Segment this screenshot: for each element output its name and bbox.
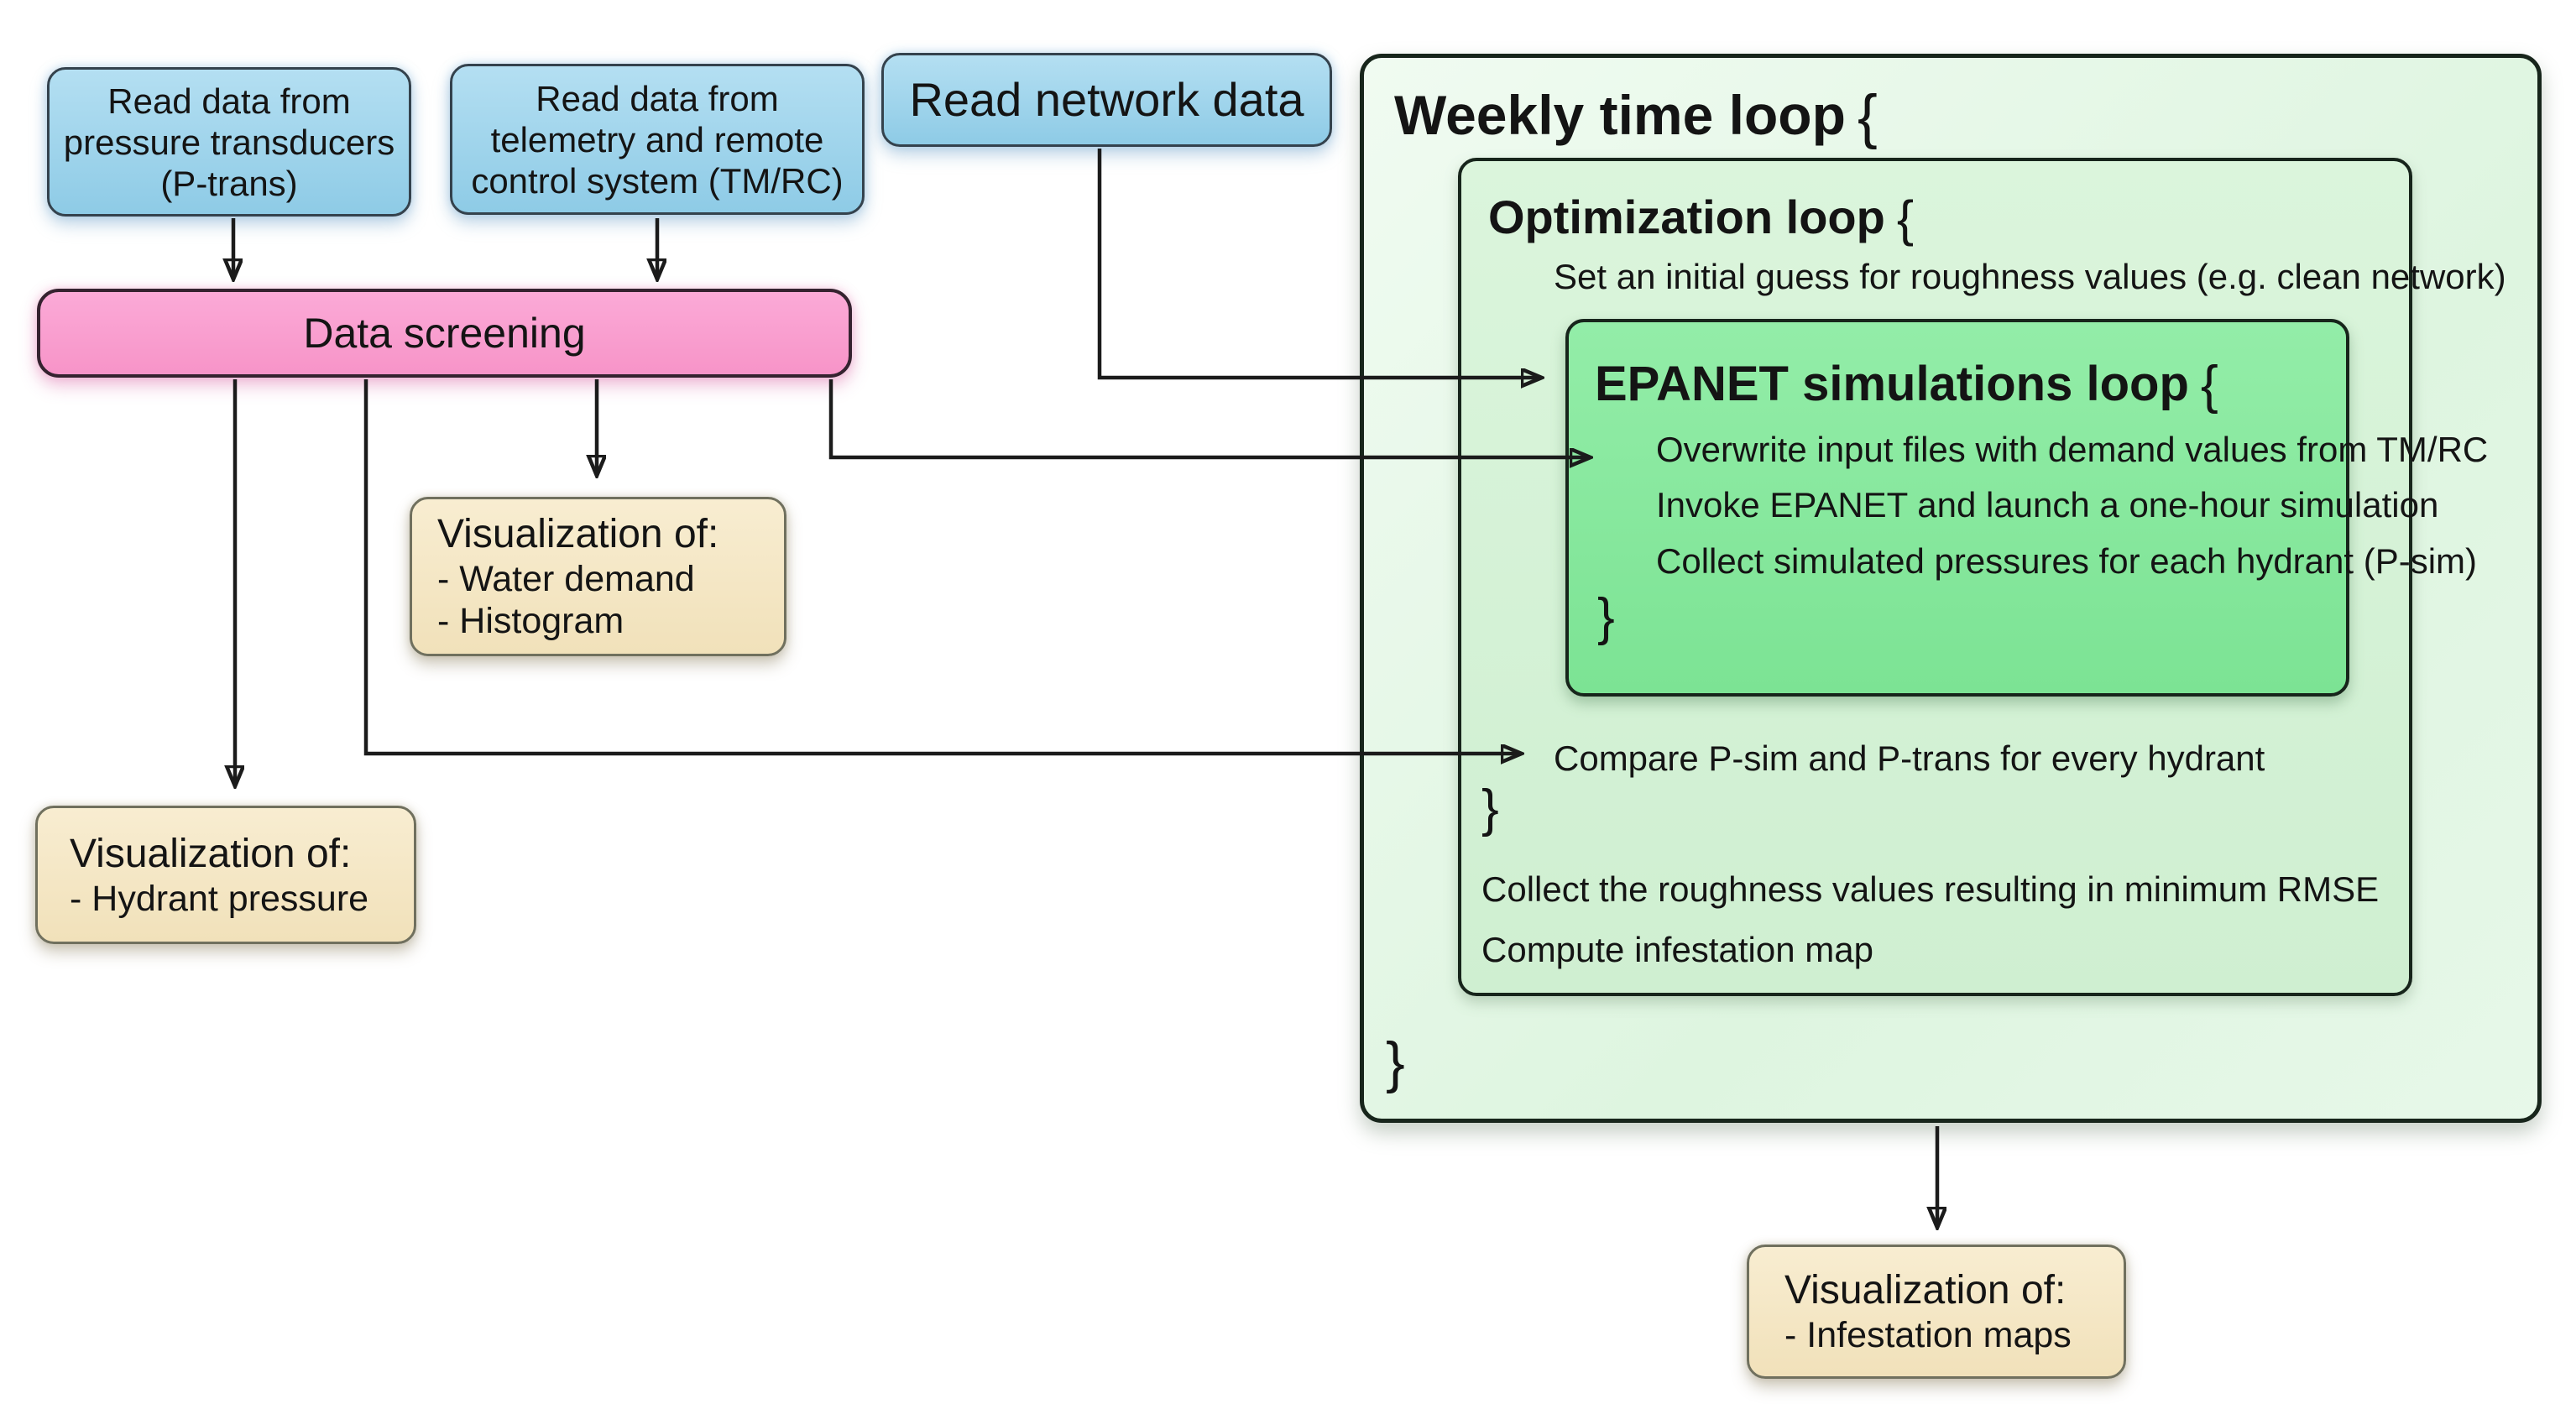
viz-item: - Histogram: [437, 601, 624, 641]
open-brace: {: [1857, 83, 1878, 150]
loop-epanet-simulations: EPANET simulations loop{ Overwrite input…: [1565, 319, 2488, 697]
opt-collect-line: Collect the roughness values resulting i…: [1481, 869, 2380, 909]
viz-title: Visualization of:: [1784, 1268, 2067, 1312]
node-label: Read network data: [909, 73, 1304, 126]
node-read-network-data: Read network data: [881, 53, 1332, 147]
node-read-pressure-transducers: Read data from pressure transducers (P-t…: [47, 67, 411, 217]
loop-title-text: Weekly time loop: [1394, 84, 1846, 146]
loop-epanet-title: EPANET simulations loop{: [1595, 352, 2218, 415]
node-viz-hydrant-pressure: Visualization of: - Hydrant pressure: [35, 806, 416, 944]
node-line: (P-trans): [160, 163, 298, 203]
epanet-step: Collect simulated pressures for each hyd…: [1656, 541, 2478, 581]
viz-item: - Hydrant pressure: [70, 878, 369, 919]
node-line: Read data from: [536, 78, 779, 118]
node-viz-infestation-maps: Visualization of: - Infestation maps: [1747, 1245, 2126, 1379]
opt-compare-line: Compare P-sim and P-trans for every hydr…: [1554, 738, 2265, 778]
loop-weekly-title: Weekly time loop{: [1394, 80, 1878, 150]
loop-weekly-time: Weekly time loop{ } Optimization loop{ S…: [1360, 54, 2542, 1123]
loop-title-text: Optimization loop: [1488, 190, 1885, 243]
node-line: pressure transducers: [63, 122, 395, 162]
node-label: Data screening: [303, 310, 586, 357]
node-line: Read data from: [107, 81, 351, 121]
loop-weekly-close-brace: }: [1386, 1031, 1405, 1094]
loop-optimization-title: Optimization loop{: [1488, 186, 1915, 247]
loop-title-text: EPANET simulations loop: [1595, 357, 2189, 411]
viz-title: Visualization of:: [437, 512, 719, 556]
viz-item: - Infestation maps: [1784, 1315, 2072, 1355]
node-line: control system (TM/RC): [471, 160, 844, 201]
node-line: telemetry and remote: [490, 119, 824, 159]
epanet-step: Overwrite input files with demand values…: [1656, 430, 2489, 469]
opt-compute-line: Compute infestation map: [1481, 930, 1873, 969]
open-brace: {: [1896, 190, 1915, 247]
loop-optimization-close-brace: }: [1481, 780, 1499, 838]
open-brace: {: [2200, 356, 2218, 415]
loop-epanet-close-brace: }: [1597, 588, 1615, 646]
node-read-telemetry: Read data from telemetry and remote cont…: [450, 64, 865, 215]
epanet-step: Invoke EPANET and launch a one-hour simu…: [1656, 485, 2439, 524]
loop-optimization: Optimization loop{ Set an initial guess …: [1458, 158, 2506, 996]
viz-item: - Water demand: [437, 559, 695, 599]
node-viz-water-demand: Visualization of: - Water demand - Histo…: [410, 497, 786, 656]
viz-title: Visualization of:: [70, 831, 352, 876]
opt-init-line: Set an initial guess for roughness value…: [1554, 257, 2506, 296]
node-data-screening: Data screening: [37, 289, 852, 378]
